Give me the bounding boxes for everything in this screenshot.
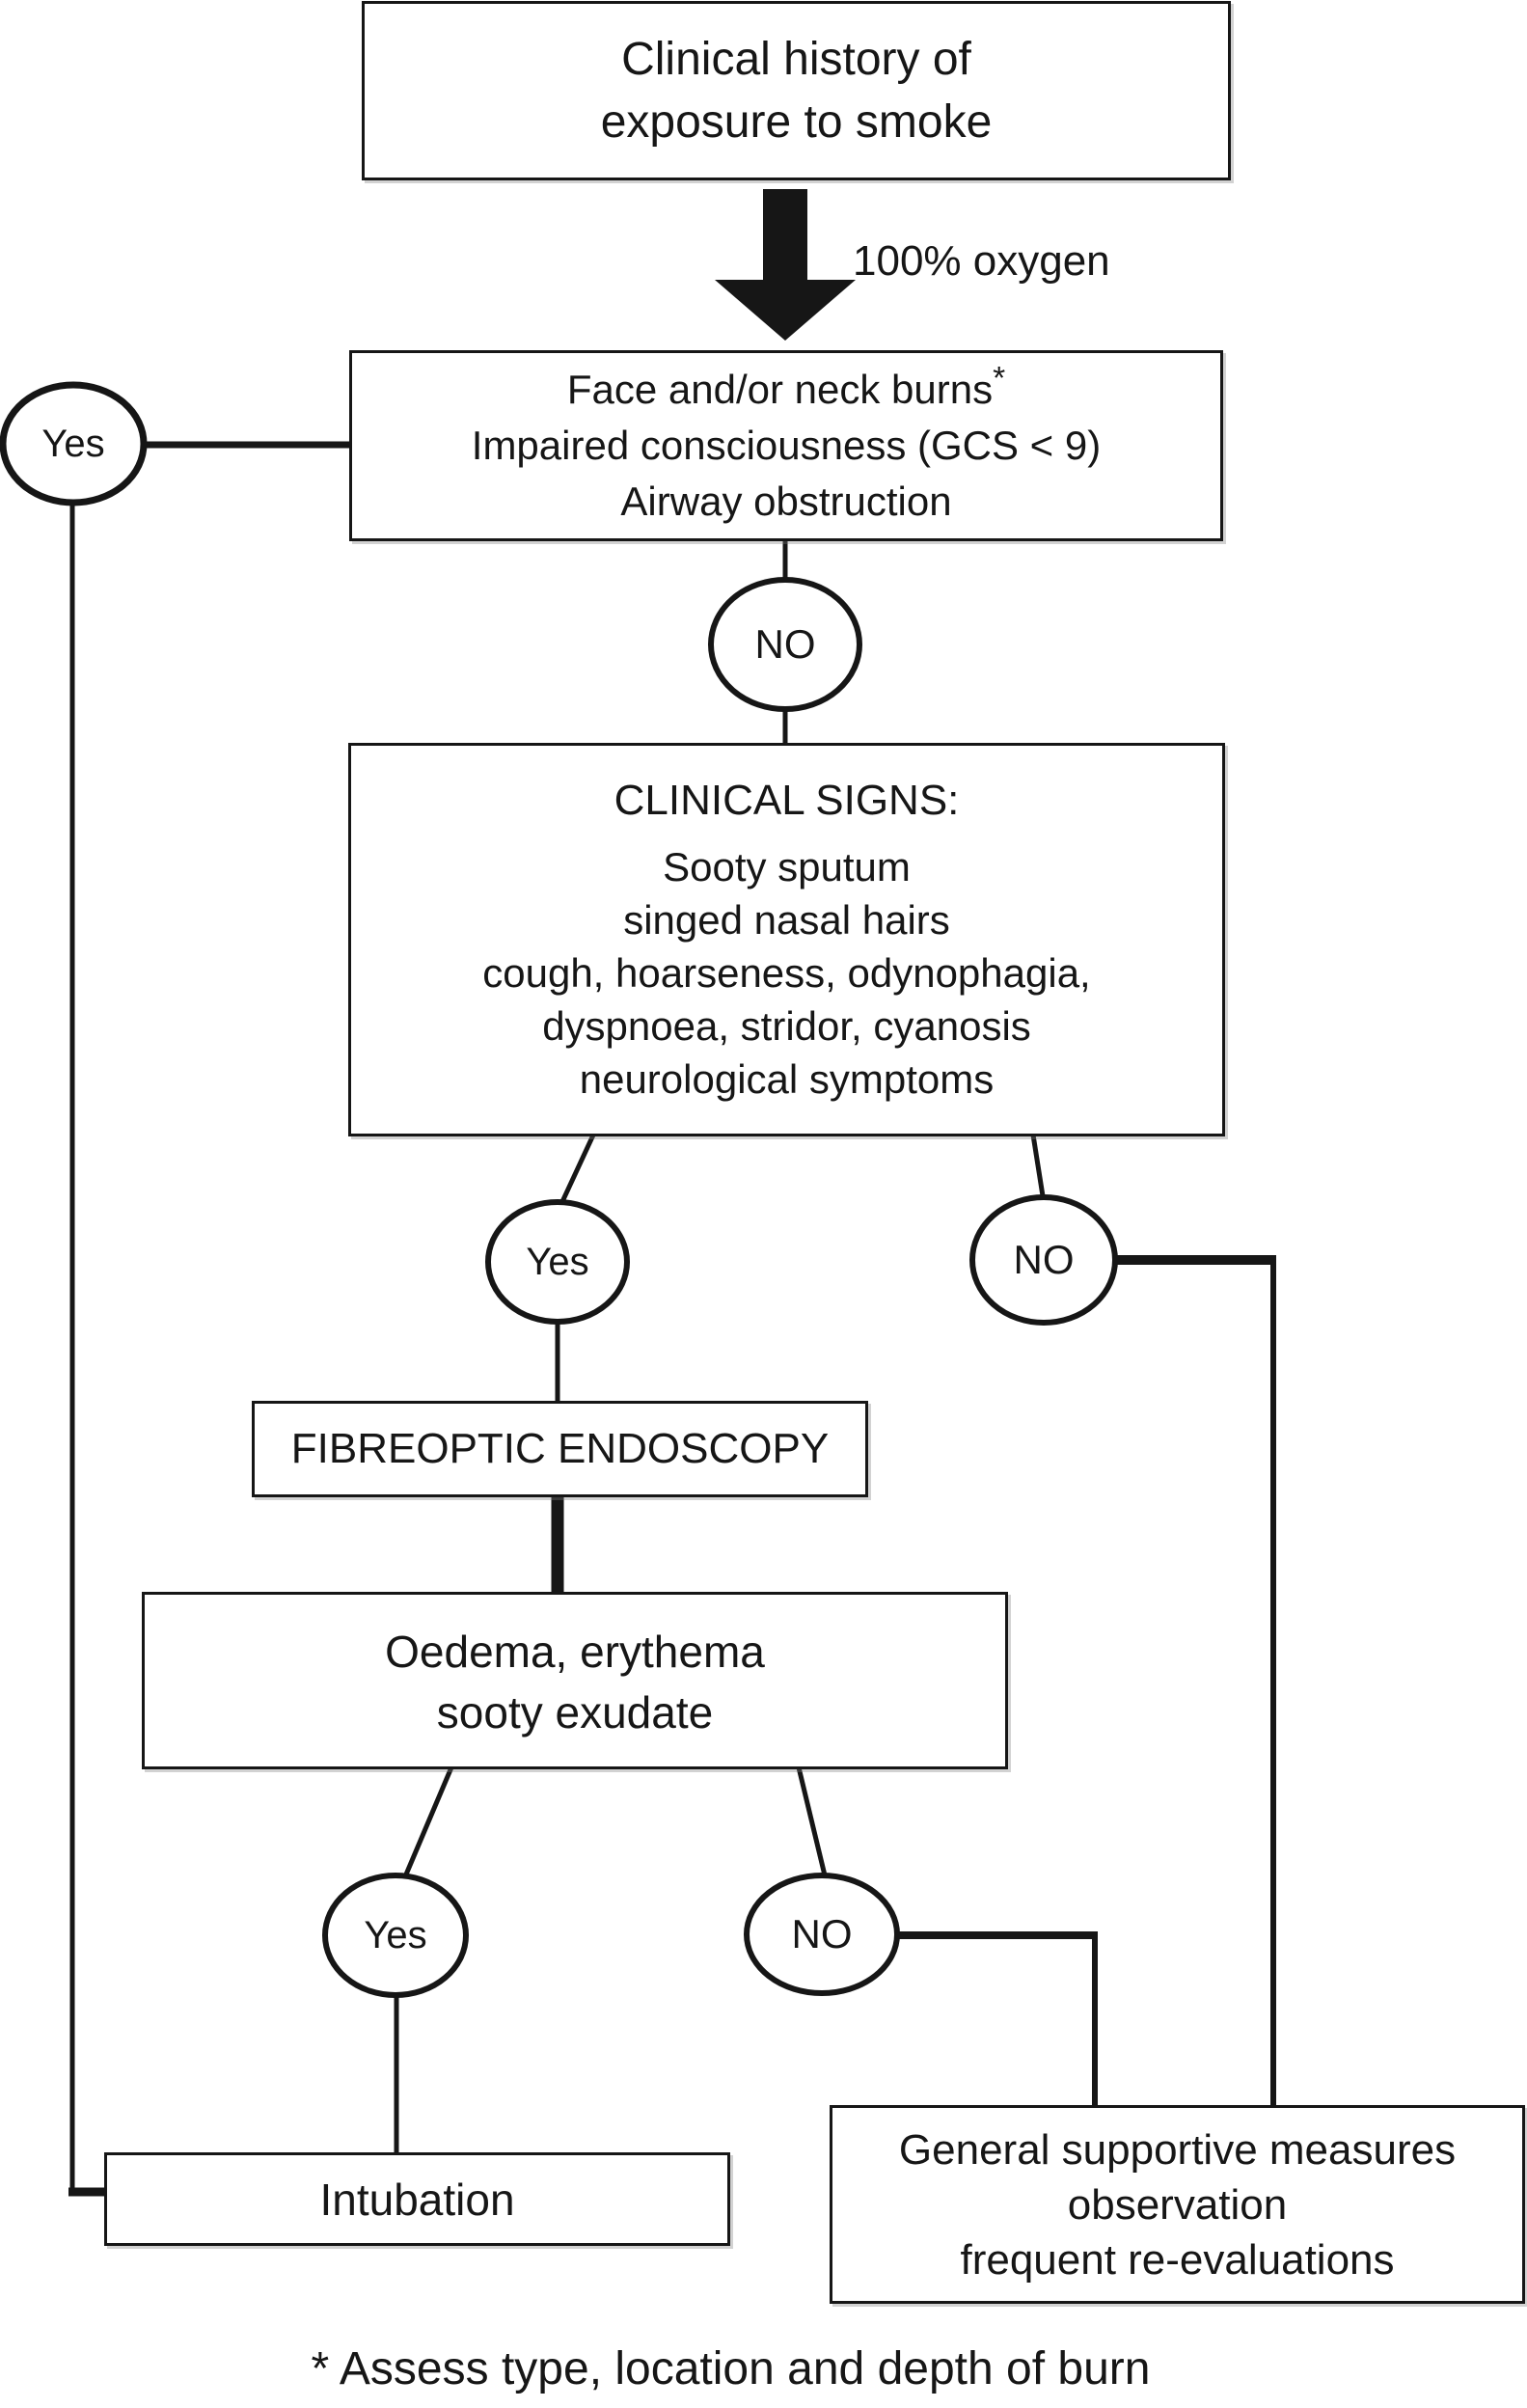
supportive-line-1: General supportive measures	[898, 2125, 1457, 2174]
decision-label-yes-2: Yes	[526, 1240, 589, 1283]
history-line-2: exposure to smoke	[600, 96, 993, 148]
oxygen-flow-arrow-icon	[715, 189, 856, 341]
footnote-assess-burn: * Assess type, location and depth of bur…	[311, 2343, 1151, 2394]
decision-label-no-3: NO	[791, 1911, 853, 1956]
triage-line-1-text: Face and/or neck burns	[566, 367, 994, 412]
box-fibreoptic-endoscopy: FIBREOPTIC ENDOSCOPY	[252, 1401, 868, 1497]
decision-label-no-1: NO	[754, 621, 816, 667]
oxygen-label: 100% oxygen	[853, 237, 1110, 285]
signs-line-4: dyspnoea, stridor, cyanosis	[542, 1003, 1031, 1049]
supportive-line-3: frequent re-evaluations	[960, 2235, 1395, 2284]
decision-label-no-2: NO	[1013, 1237, 1075, 1282]
signs-line-3: cough, hoarseness, odynophagia,	[482, 950, 1091, 996]
signs-line-2: singed nasal hairs	[623, 897, 950, 943]
asterisk-superscript: *	[993, 361, 1006, 397]
oedema-line-1: Oedema, erythema	[385, 1627, 765, 1677]
history-line-1: Clinical history of	[621, 34, 971, 85]
signs-line-5: neurological symptoms	[579, 1056, 995, 1102]
connector-signs-to-no2	[1029, 1128, 1047, 1203]
triage-line-1: Face and/or neck burns*	[567, 362, 1005, 418]
decision-ellipse-no-3	[744, 1873, 900, 1996]
decision-ellipse-no-1	[708, 577, 862, 712]
intubation-label: Intubation	[319, 2174, 515, 2225]
box-intubation: Intubation	[104, 2152, 730, 2246]
connector-oedema-to-yes3	[400, 1766, 454, 1882]
box-oedema-findings: Oedema, erythema sooty exudate	[142, 1592, 1008, 1769]
triage-line-3: Airway obstruction	[620, 479, 952, 524]
decision-ellipse-yes-2	[485, 1199, 630, 1325]
box-clinical-history: Clinical history of exposure to smoke	[362, 1, 1231, 180]
decision-ellipse-yes-3	[322, 1873, 469, 1998]
connector-signs-to-yes2	[557, 1127, 599, 1210]
oedema-line-2: sooty exudate	[436, 1687, 714, 1738]
triage-line-2: Impaired consciousness (GCS < 9)	[471, 423, 1102, 468]
box-triage-criteria: Face and/or neck burns* Impaired conscio…	[349, 350, 1223, 541]
decision-ellipse-no-2	[969, 1194, 1118, 1326]
box-clinical-signs: CLINICAL SIGNS: Sooty sputum singed nasa…	[348, 743, 1225, 1136]
decision-ellipse-yes-1	[0, 381, 148, 506]
clinical-signs-title: CLINICAL SIGNS:	[614, 777, 960, 824]
box-general-supportive: General supportive measures observation …	[830, 2105, 1525, 2304]
connector-oedema-to-no3	[796, 1766, 829, 1880]
endoscopy-label: FIBREOPTIC ENDOSCOPY	[290, 1425, 830, 1472]
supportive-line-2: observation	[1067, 2180, 1288, 2229]
decision-label-yes-3: Yes	[364, 1913, 427, 1956]
decision-label-yes-1: Yes	[41, 422, 105, 465]
signs-line-1: Sooty sputum	[663, 844, 911, 889]
